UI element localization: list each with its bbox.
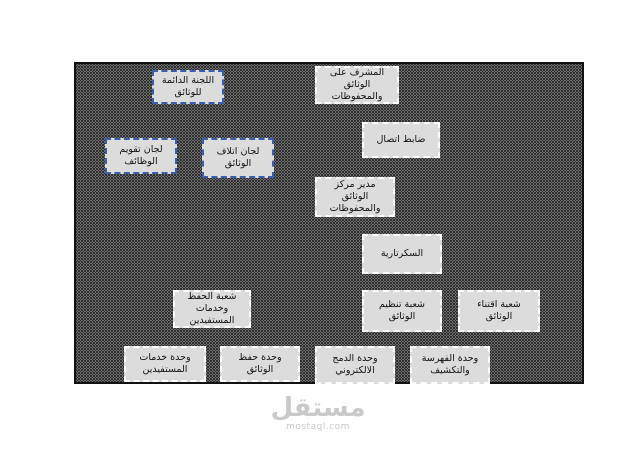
node-acquisition-section: شعبة اقتناء الوثائق <box>458 290 540 332</box>
node-preservation-unit: وحدة حفظ الوثائق <box>220 346 300 382</box>
node-label: ضابط اتصال <box>376 134 426 145</box>
node-indexing-unit: وحدة الفهرسة والتكشيف <box>410 346 490 384</box>
node-label: لجان تقويم الوظائف <box>119 144 163 167</box>
watermark-url: mostaql.com <box>286 422 350 432</box>
node-supervisor: المشرف على الوثائق والمحفوظات <box>315 66 399 104</box>
node-label: اللجنة الدائمة للوثائق <box>161 75 215 98</box>
node-valuation-committees: لجان تقويم الوظائف <box>105 138 177 174</box>
watermark: مستقل mostaql.com <box>258 394 378 432</box>
node-standing-committee: اللجنة الدائمة للوثائق <box>152 70 224 104</box>
org-chart: المشرف على الوثائق والمحفوظات اللجنة الد… <box>74 62 584 384</box>
node-label: وحدة الفهرسة والتكشيف <box>421 353 479 376</box>
node-beneficiary-services-unit: وحدة خدمات المستفيدين <box>124 346 206 382</box>
node-label: شعبة اقتناء الوثائق <box>477 299 521 322</box>
node-label: مدير مركز الوثائق والمحفوظات <box>329 179 381 214</box>
node-label: السكرتارية <box>380 248 424 259</box>
node-label: وحدة خدمات المستفيدين <box>139 352 191 375</box>
node-secretariat: السكرتارية <box>362 234 442 274</box>
node-label: المشرف على الوثائق والمحفوظات <box>329 67 385 102</box>
watermark-logo: مستقل <box>270 393 366 423</box>
node-preservation-section: شعبة الحفظ وخدمات المستفيدين <box>173 290 251 328</box>
node-destruction-committees: لجان اتلاف الوثائق <box>202 138 274 178</box>
node-label: شعبة الحفظ وخدمات المستفيدين <box>187 291 237 326</box>
node-label: وحدة الدمج الالكتروني <box>332 353 378 376</box>
node-liaison-officer: ضابط اتصال <box>362 122 440 158</box>
node-electronic-unit: وحدة الدمج الالكتروني <box>315 346 395 384</box>
node-organization-section: شعبة تنظيم الوثائق <box>362 290 442 332</box>
node-center-director: مدير مركز الوثائق والمحفوظات <box>315 177 395 217</box>
node-label: وحدة حفظ الوثائق <box>238 352 282 375</box>
node-label: لجان اتلاف الوثائق <box>216 146 260 169</box>
node-label: شعبة تنظيم الوثائق <box>378 299 425 322</box>
